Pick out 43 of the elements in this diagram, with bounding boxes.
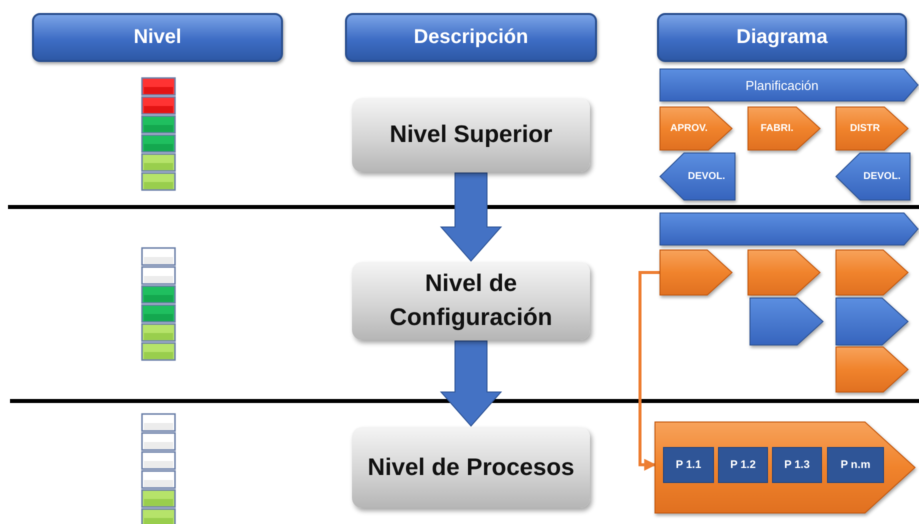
level-box (352, 427, 590, 508)
step-label: FABRI. (760, 123, 794, 134)
process-label: P 1.2 (730, 459, 756, 471)
level-title: Nivel de Configuración (388, 269, 554, 333)
left-chevron-shape (836, 153, 910, 200)
process-box (718, 447, 768, 483)
process-box (772, 447, 822, 483)
chevron-shape (748, 250, 820, 295)
level-box (352, 98, 590, 172)
step-label: APROV. (670, 123, 708, 134)
level-title: Nivel de Procesos (366, 452, 576, 482)
process-box (827, 447, 884, 483)
block-arrow (440, 172, 502, 262)
chevron-shape (655, 422, 915, 513)
column-heading: Descripción (414, 26, 528, 49)
header-bar (345, 13, 597, 62)
chevron-shape (836, 347, 908, 392)
process-label: P 1.3 (784, 459, 810, 471)
process-box (663, 447, 714, 483)
arrow-bar-shape (660, 213, 918, 245)
step-label: DISTR (850, 123, 880, 134)
level-box (352, 262, 590, 340)
chevron-shape (660, 107, 732, 150)
left-chevron-shape (660, 153, 735, 200)
chevron-shape (750, 298, 823, 345)
level-title: Nivel Superior (388, 120, 554, 150)
column-heading: Diagrama (736, 26, 828, 49)
step-label: DEVOL. (688, 171, 726, 182)
header-bar (32, 13, 283, 62)
step-label: Planificación (746, 78, 818, 92)
process-label: P 1.1 (676, 459, 702, 471)
chevron-shape (748, 107, 820, 150)
chevron-shape (836, 107, 908, 150)
chevron-shape (660, 250, 732, 295)
step-label: DEVOL. (863, 171, 901, 182)
block-arrow (440, 340, 502, 427)
connector-arrow (638, 271, 660, 471)
header-bar (657, 13, 907, 62)
chevron-shape (836, 250, 908, 295)
column-heading: Nivel (134, 26, 182, 49)
chevron-shape (836, 298, 908, 345)
arrow-bar-shape (660, 69, 918, 101)
process-label: P n.m (840, 459, 870, 471)
